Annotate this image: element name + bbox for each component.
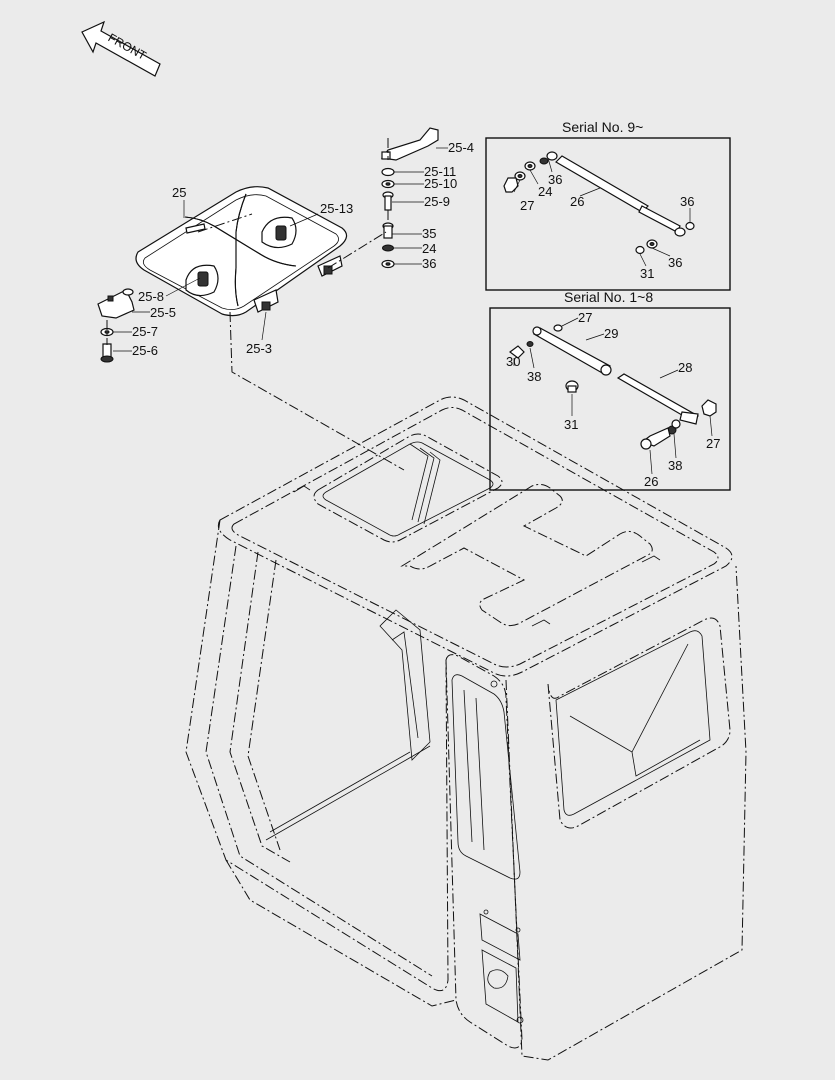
- serial-new-label-36b: 36: [680, 194, 694, 209]
- label-25-3: 25-3: [246, 341, 272, 356]
- label-25-5: 25-5: [150, 305, 176, 320]
- label-25-13: 25-13: [320, 201, 353, 216]
- serial-new-title: Serial No. 9~: [562, 119, 643, 135]
- serial-new-label-26: 26: [570, 194, 584, 209]
- front-arrow: FRONT: [81, 20, 161, 77]
- serial-old-label-38a: 38: [527, 369, 541, 384]
- label-25: 25: [172, 185, 186, 200]
- label-25-10: 25-10: [424, 176, 457, 191]
- label-36: 36: [422, 256, 436, 271]
- serial-old-box: Serial No. 1~8 27 29 30: [489, 289, 731, 491]
- serial-old-label-27a: 27: [578, 310, 592, 325]
- serial-new-label-24: 24: [538, 184, 552, 199]
- serial-old-label-28: 28: [678, 360, 692, 375]
- label-35: 35: [422, 226, 436, 241]
- serial-old-title: Serial No. 1~8: [564, 289, 653, 305]
- serial-new-label-31: 31: [640, 266, 654, 281]
- serial-old-label-38b: 38: [668, 458, 682, 473]
- serial-new-label-36c: 36: [668, 255, 682, 270]
- serial-old-label-31: 31: [564, 417, 578, 432]
- label-25-8: 25-8: [138, 289, 164, 304]
- serial-old-label-30: 30: [506, 354, 520, 369]
- hatch-hardware-stack: [380, 127, 439, 269]
- label-25-7: 25-7: [132, 324, 158, 339]
- hatch-assembly: [97, 186, 348, 363]
- serial-old-label-29: 29: [604, 326, 618, 341]
- label-25-11: 25-11: [424, 164, 456, 179]
- serial-new-label-27: 27: [520, 198, 534, 213]
- cab-body: [185, 396, 747, 1061]
- label-25-4: 25-4: [448, 140, 474, 155]
- hatch-leaders: [106, 138, 448, 471]
- serial-old-label-26: 26: [644, 474, 658, 489]
- label-25-6: 25-6: [132, 343, 158, 358]
- serial-old-label-27b: 27: [706, 436, 720, 451]
- label-24: 24: [422, 241, 436, 256]
- serial-new-box: Serial No. 9~ 36 24 27 26 36 36: [485, 119, 731, 291]
- serial-new-label-36a: 36: [548, 172, 562, 187]
- label-25-9: 25-9: [424, 194, 450, 209]
